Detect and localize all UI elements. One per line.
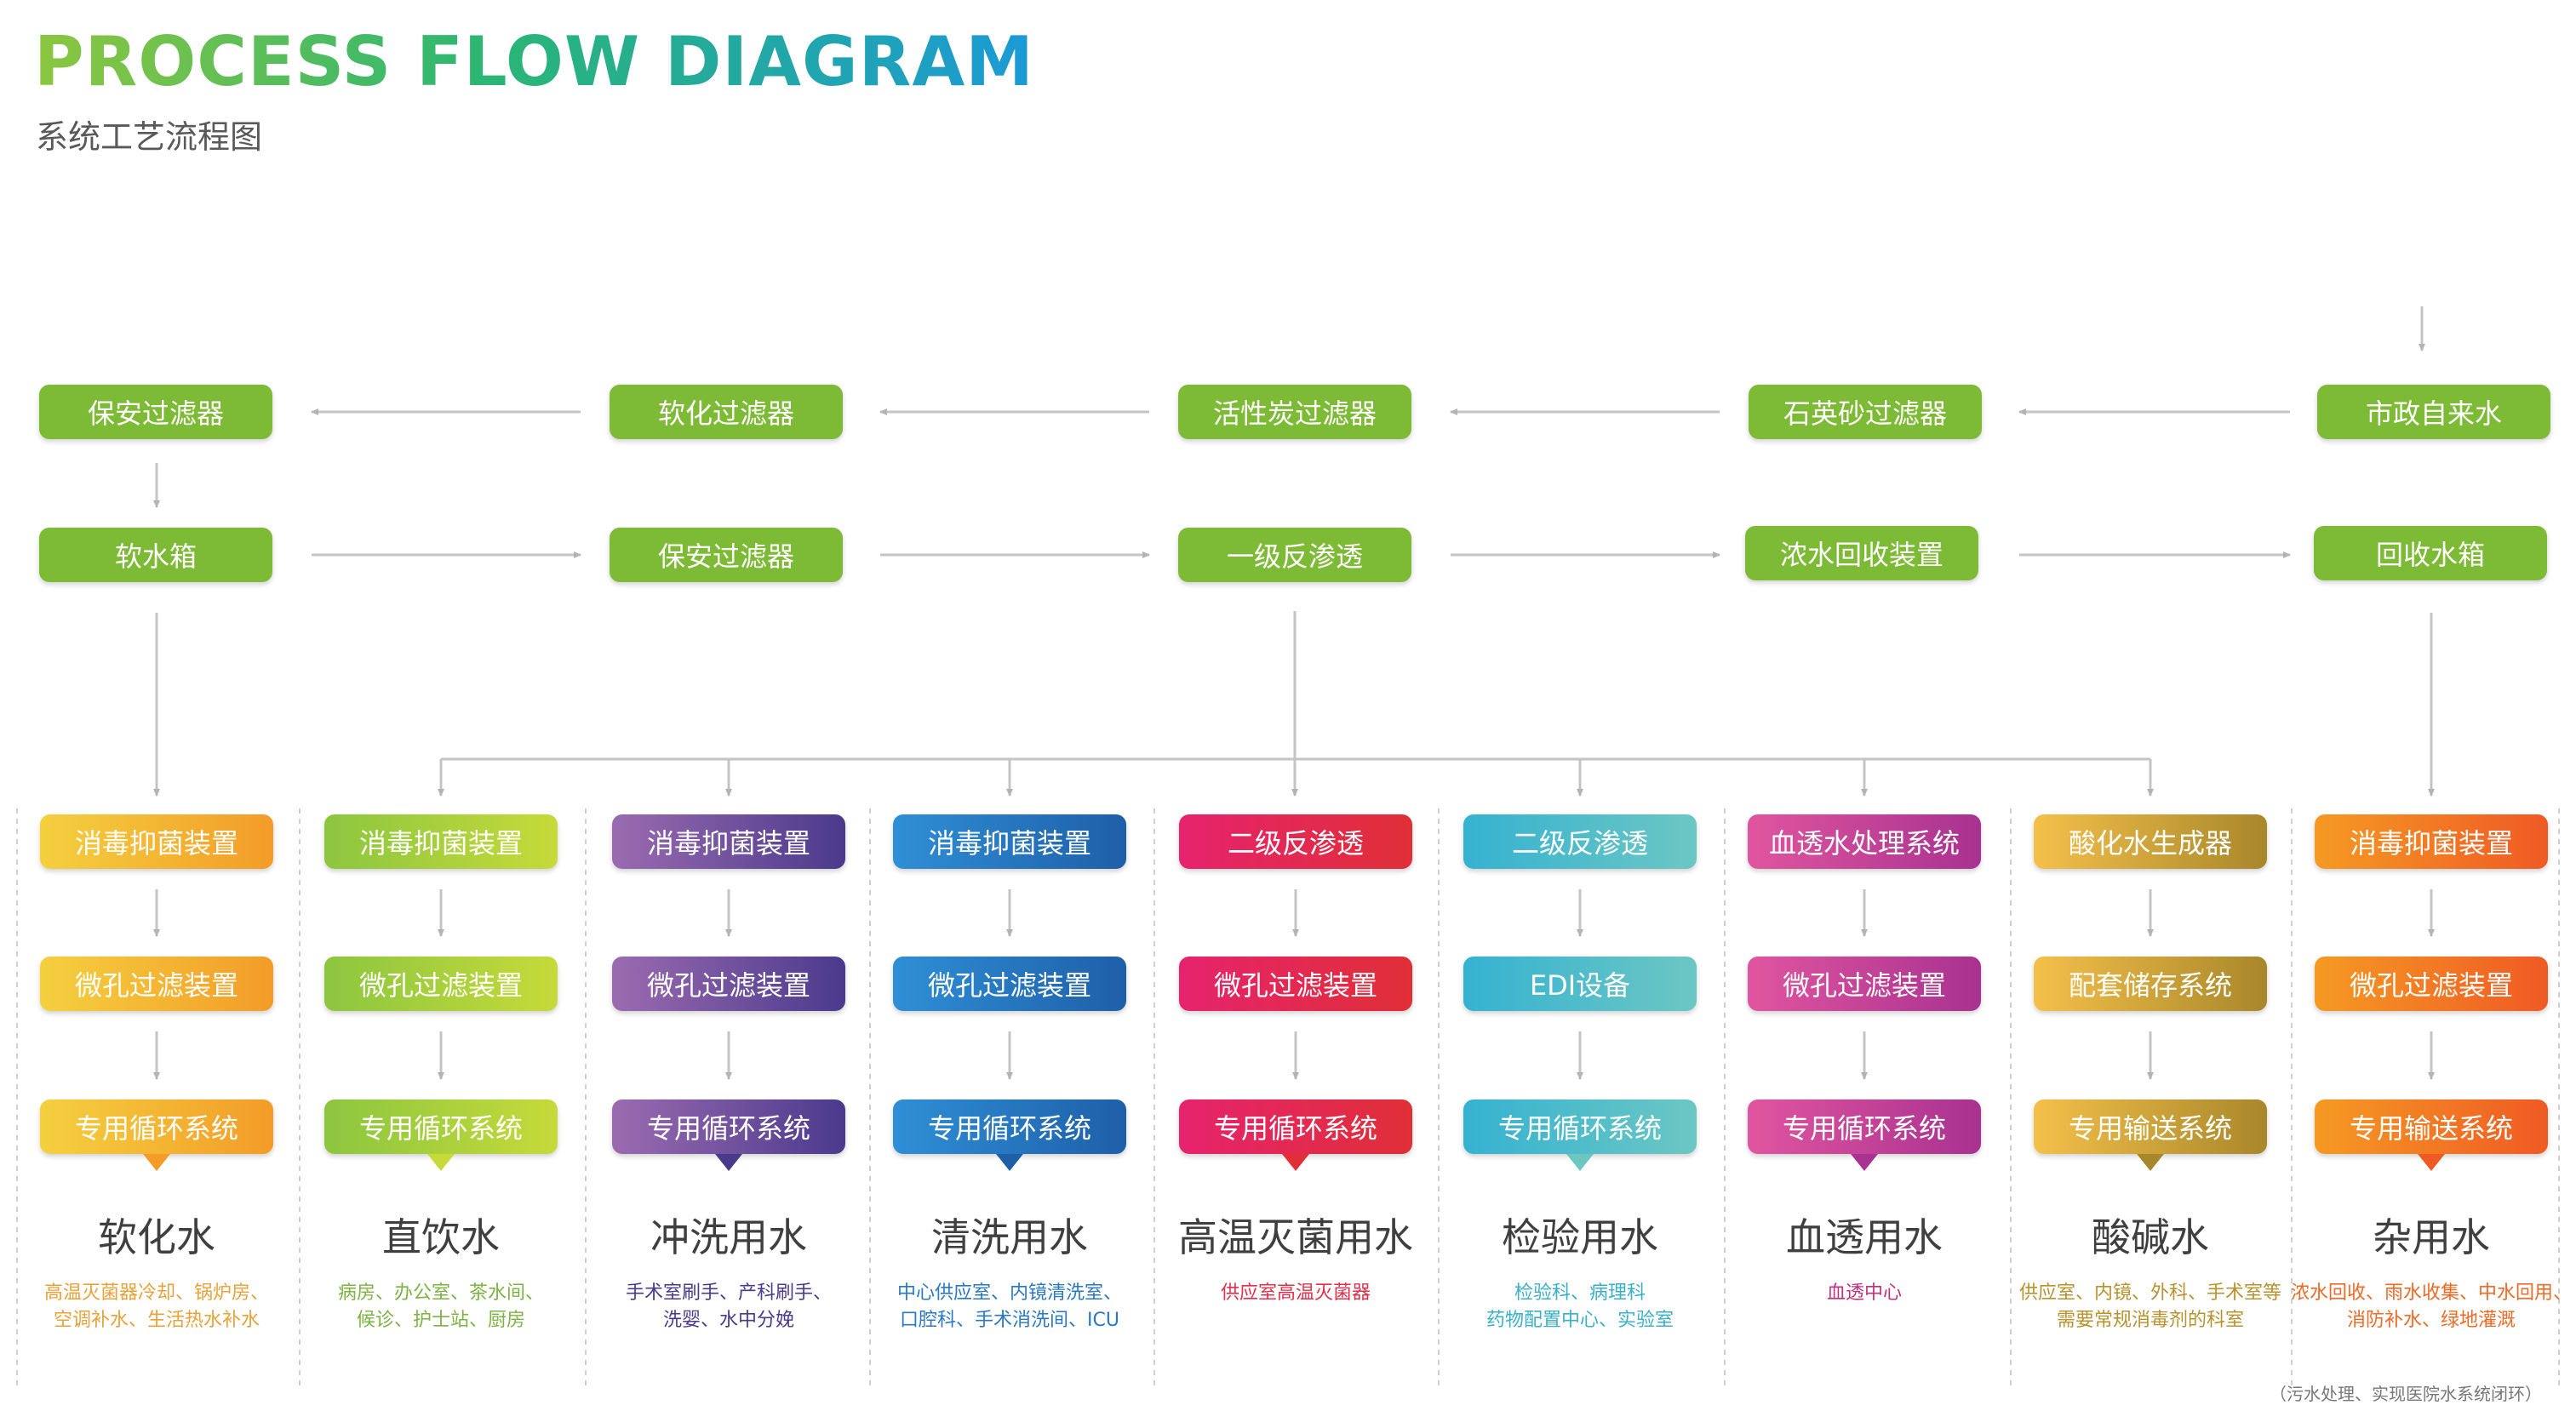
col6-system-node: 专用循环系统 xyxy=(1463,1099,1697,1171)
col7-application-text: 血透中心 xyxy=(1724,1280,2005,1307)
col5-filter-node: 微孔过滤装置 xyxy=(1179,957,1412,1011)
node-security-filter-top: 保安过滤器 xyxy=(39,385,272,439)
node-quartz-sand-filter: 石英砂过滤器 xyxy=(1749,385,1982,439)
col2-unit-node: 消毒抑菌装置 xyxy=(324,814,558,869)
application-line: 病房、办公室、茶水间、 xyxy=(337,1282,544,1304)
col1-filter-node: 微孔过滤装置 xyxy=(40,957,273,1011)
application-line: 候诊、护士站、厨房 xyxy=(356,1310,525,1331)
col8-use-label: 酸碱水 xyxy=(2092,1214,2209,1260)
pointer-icon xyxy=(1851,1154,1878,1171)
application-line: 空调补水、生活热水补水 xyxy=(53,1310,260,1331)
col9-system-node: 专用输送系统 xyxy=(2315,1099,2548,1171)
application-line: 血透中心 xyxy=(1826,1282,1902,1304)
node-concentrate-recovery: 浓水回收装置 xyxy=(1745,526,1978,580)
col7-system-node: 专用循环系统 xyxy=(1748,1099,1981,1171)
col8-unit-node: 酸化水生成器 xyxy=(2034,814,2267,869)
col1-system-node: 专用循环系统 xyxy=(40,1099,273,1171)
col9-use-label: 杂用水 xyxy=(2373,1214,2490,1260)
application-line: 消防补水、绿地灌溉 xyxy=(2346,1310,2516,1331)
pointer-icon xyxy=(1566,1154,1594,1171)
col6-use-label: 检验用水 xyxy=(1502,1214,1658,1260)
col2-application-text: 病房、办公室、茶水间、候诊、护士站、厨房 xyxy=(301,1280,581,1334)
application-line: 供应室、内镜、外科、手术室等 xyxy=(2018,1282,2281,1304)
pointer-icon xyxy=(2418,1154,2445,1171)
application-line: 手术室刷手、产科刷手、 xyxy=(625,1282,832,1304)
application-line: 中心供应室、内镜清洗室、 xyxy=(896,1282,1122,1304)
application-line: 口腔科、手术消洗间、ICU xyxy=(900,1310,1119,1331)
node-recovery-tank: 回收水箱 xyxy=(2314,526,2547,580)
col3-filter-node: 微孔过滤装置 xyxy=(612,957,845,1011)
node-activated-carbon-filter: 活性炭过滤器 xyxy=(1178,385,1411,439)
col9-application-text: 浓水回收、雨水收集、中水回用、消防补水、绿地灌溉 xyxy=(2291,1280,2572,1334)
col4-application-text: 中心供应室、内镜清洗室、口腔科、手术消洗间、ICU xyxy=(869,1280,1150,1334)
node-soft-water-tank: 软水箱 xyxy=(39,528,272,582)
col4-use-label: 清洗用水 xyxy=(931,1214,1088,1260)
col5-system-node: 专用循环系统 xyxy=(1179,1099,1412,1171)
col6-application-text: 检验科、病理科药物配置中心、实验室 xyxy=(1440,1280,1720,1334)
col3-system-node: 专用循环系统 xyxy=(612,1099,845,1171)
application-line: 药物配置中心、实验室 xyxy=(1485,1310,1674,1331)
col8-system-node: 专用输送系统 xyxy=(2034,1099,2267,1171)
pointer-icon xyxy=(715,1154,742,1171)
pointer-icon xyxy=(2137,1154,2164,1171)
application-line: 检验科、病理科 xyxy=(1514,1282,1646,1304)
footnote: （污水处理、实现医院水系统闭环） xyxy=(2270,1384,2542,1404)
application-line: 需要常规消毒剂的科室 xyxy=(2056,1310,2244,1331)
page-title: PROCESS FLOW DIAGRAM xyxy=(34,22,1034,101)
col3-unit-node: 消毒抑菌装置 xyxy=(612,814,845,869)
col8-filter-node: 配套储存系统 xyxy=(2034,957,2267,1011)
pointer-icon xyxy=(427,1154,455,1171)
col9-filter-node: 微孔过滤装置 xyxy=(2315,957,2548,1011)
col3-use-label: 冲洗用水 xyxy=(650,1214,807,1260)
pointer-icon xyxy=(996,1154,1023,1171)
col7-filter-node: 微孔过滤装置 xyxy=(1748,957,1981,1011)
col2-use-label: 直饮水 xyxy=(382,1214,500,1260)
application-line: 供应室高温灭菌器 xyxy=(1220,1282,1371,1304)
pointer-icon xyxy=(1282,1154,1309,1171)
application-line: 洗婴、水中分娩 xyxy=(662,1310,794,1331)
col3-application-text: 手术室刷手、产科刷手、洗婴、水中分娩 xyxy=(588,1280,869,1334)
col1-use-label: 软化水 xyxy=(98,1214,215,1260)
col1-application-text: 高温灭菌器冷却、锅炉房、空调补水、生活热水补水 xyxy=(16,1280,297,1334)
col4-system-node: 专用循环系统 xyxy=(893,1099,1126,1171)
node-municipal-water: 市政自来水 xyxy=(2317,385,2550,439)
node-softening-filter: 软化过滤器 xyxy=(610,385,843,439)
col5-application-text: 供应室高温灭菌器 xyxy=(1155,1280,1436,1307)
col2-system-node: 专用循环系统 xyxy=(324,1099,558,1171)
col9-unit-node: 消毒抑菌装置 xyxy=(2315,814,2548,869)
col5-unit-node: 二级反渗透 xyxy=(1179,814,1412,869)
node-security-filter-mid: 保安过滤器 xyxy=(610,528,843,582)
col8-application-text: 供应室、内镜、外科、手术室等需要常规消毒剂的科室 xyxy=(2010,1280,2291,1334)
col4-unit-node: 消毒抑菌装置 xyxy=(893,814,1126,869)
application-line: 高温灭菌器冷却、锅炉房、 xyxy=(43,1282,269,1304)
col7-use-label: 血透用水 xyxy=(1786,1214,1943,1260)
col1-unit-node: 消毒抑菌装置 xyxy=(40,814,273,869)
col6-unit-node: 二级反渗透 xyxy=(1463,814,1697,869)
col7-unit-node: 血透水处理系统 xyxy=(1748,814,1981,869)
col5-use-label: 高温灭菌用水 xyxy=(1178,1214,1413,1260)
page-subtitle: 系统工艺流程图 xyxy=(36,118,263,156)
col4-filter-node: 微孔过滤装置 xyxy=(893,957,1126,1011)
application-line: 浓水回收、雨水收集、中水回用、 xyxy=(2291,1282,2573,1304)
col6-filter-node: EDI设备 xyxy=(1463,957,1697,1011)
col2-filter-node: 微孔过滤装置 xyxy=(324,957,558,1011)
node-primary-ro: 一级反渗透 xyxy=(1178,528,1411,582)
pointer-icon xyxy=(143,1154,170,1171)
